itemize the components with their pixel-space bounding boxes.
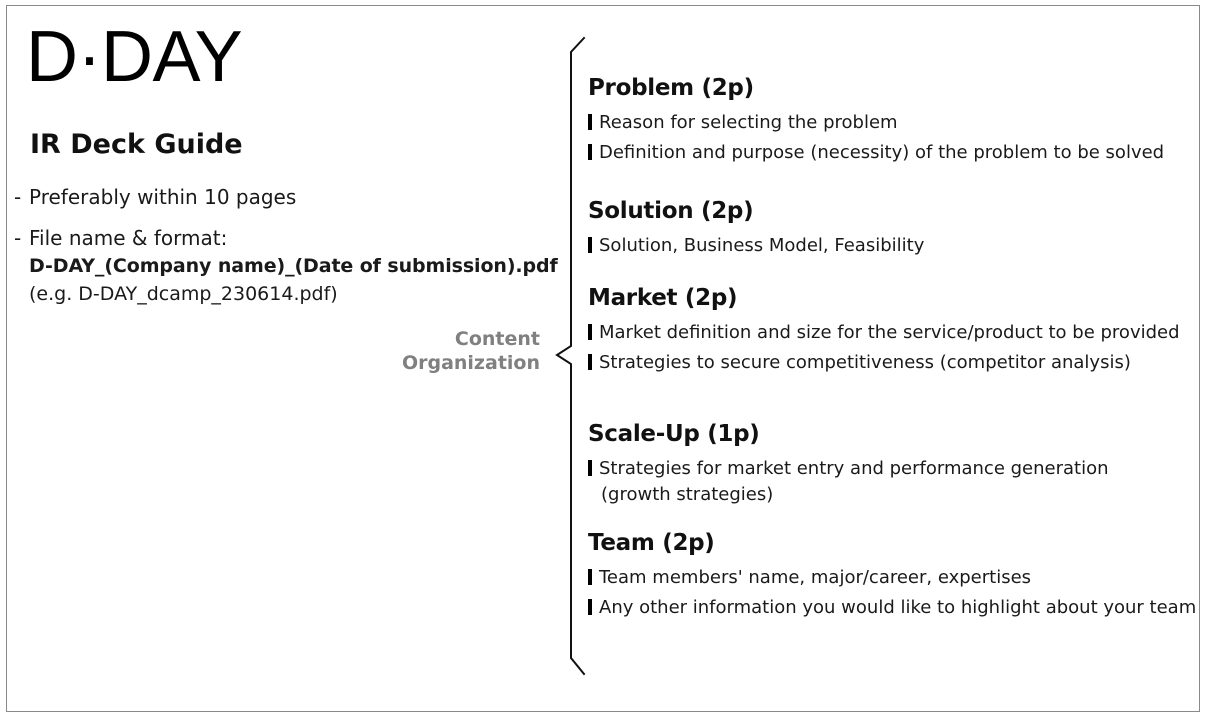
note-item-pages: -Preferably within 10 pages	[14, 184, 296, 211]
bullet-item: Definition and purpose (necessity) of th…	[588, 140, 1193, 166]
bullet-item: Reason for selecting the problem	[588, 110, 1193, 136]
dash-marker: -	[14, 185, 22, 209]
bullet-text: Reason for selecting the problem	[599, 112, 898, 134]
section-scale-up: Scale-Up (1p) Strategies for market entr…	[588, 421, 1193, 511]
section-market: Market (2p) Market definition and size f…	[588, 285, 1193, 379]
content-organization-label: Content Organization	[380, 328, 540, 376]
content-sections: Problem (2p) Reason for selecting the pr…	[588, 0, 1198, 718]
deck-title: IR Deck Guide	[30, 129, 243, 160]
filename-example: (e.g. D-DAY_dcamp_230614.pdf)	[29, 282, 338, 305]
dday-logo: D·DAY	[26, 17, 243, 97]
section-problem: Problem (2p) Reason for selecting the pr…	[588, 75, 1193, 169]
bullet-item: Team members' name, major/career, expert…	[588, 565, 1193, 591]
bullet-continuation: (growth strategies)	[601, 483, 774, 505]
section-heading-scale-up: Scale-Up (1p)	[588, 421, 760, 447]
section-heading-market: Market (2p)	[588, 285, 738, 311]
bullet-item: Strategies to secure competitiveness (co…	[588, 350, 1193, 376]
bullet-text: Team members' name, major/career, expert…	[599, 567, 1032, 589]
bullet-text: Any other information you would like to …	[599, 596, 1197, 618]
bullet-text: Definition and purpose (necessity) of th…	[599, 141, 1165, 163]
section-heading-problem: Problem (2p)	[588, 75, 754, 101]
note-filename-text: File name & format:	[29, 226, 228, 250]
section-heading-solution: Solution (2p)	[588, 198, 754, 224]
brace-label-line-1: Content	[454, 328, 540, 350]
section-solution: Solution (2p) Solution, Business Model, …	[588, 198, 1193, 263]
section-heading-team: Team (2p)	[588, 530, 715, 556]
bullet-text: Strategies for market entry and performa…	[599, 458, 1109, 480]
filename-format: D-DAY_(Company name)_(Date of submission…	[29, 255, 558, 277]
left-panel: D·DAY IR Deck Guide -Preferably within 1…	[0, 0, 558, 718]
dash-marker: -	[14, 226, 22, 250]
bullet-item: Strategies for market entry and performa…	[588, 456, 1193, 507]
bullet-item: Any other information you would like to …	[588, 595, 1197, 621]
bullet-text: Strategies to secure competitiveness (co…	[599, 351, 1131, 373]
note-item-filename: -File name & format: D-DAY_(Company name…	[14, 225, 558, 307]
section-team: Team (2p) Team members' name, major/care…	[588, 530, 1197, 624]
brace-label-line-2: Organization	[401, 351, 540, 374]
note-pages-text: Preferably within 10 pages	[29, 185, 297, 209]
curly-brace	[548, 36, 586, 676]
bullet-text: Market definition and size for the servi…	[599, 322, 1180, 344]
bullet-text: Solution, Business Model, Feasibility	[599, 235, 925, 257]
brace-icon	[555, 36, 586, 676]
bullet-item: Market definition and size for the servi…	[588, 320, 1193, 346]
bullet-item: Solution, Business Model, Feasibility	[588, 233, 1193, 259]
